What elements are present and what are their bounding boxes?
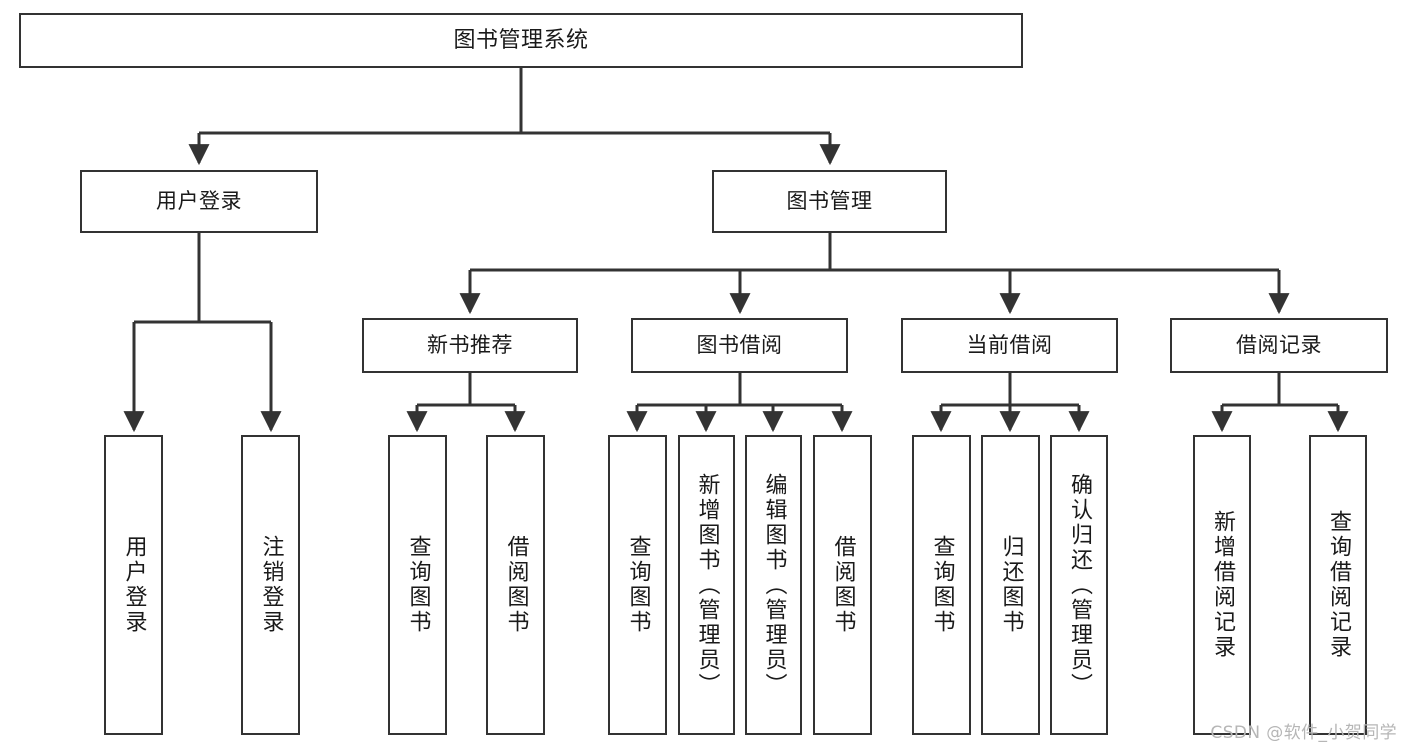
node-label: 编辑图书（管理员） [761, 472, 787, 698]
node-label: 借阅图书 [830, 535, 856, 635]
node-label: 用户登录 [156, 189, 242, 214]
node-label: 图书管理 [786, 189, 873, 214]
csdn-watermark: CSDN @软件_小贺同学 [1210, 723, 1397, 743]
node-borrow-record[interactable]: 借阅记录 [1170, 318, 1388, 373]
leaf-current-return-book[interactable]: 归还图书 [981, 435, 1040, 735]
leaf-borrow-edit-book-admin[interactable]: 编辑图书（管理员） [745, 435, 802, 735]
node-label: 查询借阅记录 [1326, 510, 1351, 660]
node-user-login[interactable]: 用户登录 [80, 170, 318, 233]
leaf-borrow-borrow-book[interactable]: 借阅图书 [813, 435, 872, 735]
node-label: 新书推荐 [427, 333, 513, 358]
node-current-borrow[interactable]: 当前借阅 [901, 318, 1118, 373]
leaf-record-add-borrow-record[interactable]: 新增借阅记录 [1193, 435, 1251, 735]
leaf-user-login[interactable]: 用户登录 [104, 435, 163, 735]
node-label: 确认归还（管理员） [1067, 472, 1092, 698]
leaf-current-query-book[interactable]: 查询图书 [912, 435, 971, 735]
node-label: 借阅图书 [503, 535, 529, 635]
node-label: 查询图书 [625, 535, 651, 635]
node-label: 图书管理系统 [453, 27, 589, 53]
node-label: 新增图书（管理员） [694, 472, 720, 698]
leaf-borrow-query-book[interactable]: 查询图书 [608, 435, 667, 735]
node-label: 查询图书 [929, 535, 955, 635]
leaf-recommend-borrow-book[interactable]: 借阅图书 [486, 435, 545, 735]
node-label: 新增借阅记录 [1210, 510, 1235, 660]
node-new-book-recommend[interactable]: 新书推荐 [362, 318, 578, 373]
node-book-borrow[interactable]: 图书借阅 [631, 318, 848, 373]
node-label: 归还图书 [998, 535, 1024, 635]
node-root-system[interactable]: 图书管理系统 [19, 13, 1023, 68]
leaf-record-query-borrow-record[interactable]: 查询借阅记录 [1309, 435, 1367, 735]
node-label: 查询图书 [405, 535, 431, 635]
leaf-borrow-add-book-admin[interactable]: 新增图书（管理员） [678, 435, 735, 735]
node-label: 借阅记录 [1236, 333, 1322, 358]
node-label: 注销登录 [258, 535, 284, 635]
leaf-user-logout[interactable]: 注销登录 [241, 435, 300, 735]
node-book-manage[interactable]: 图书管理 [712, 170, 947, 233]
node-label: 图书借阅 [696, 333, 783, 358]
leaf-recommend-query-book[interactable]: 查询图书 [388, 435, 447, 735]
leaf-current-confirm-return-admin[interactable]: 确认归还（管理员） [1050, 435, 1108, 735]
node-label: 用户登录 [121, 535, 147, 635]
node-label: 当前借阅 [966, 333, 1053, 358]
